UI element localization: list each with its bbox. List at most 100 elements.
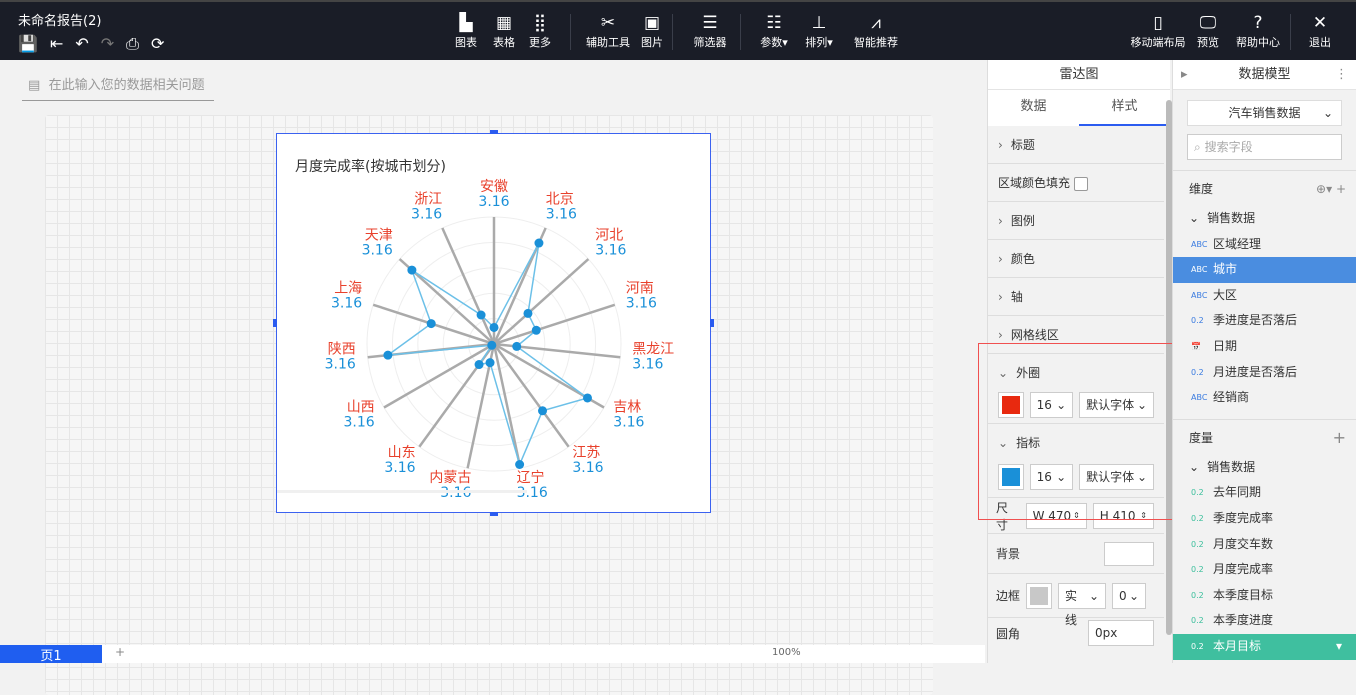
toolbar-params-button[interactable]: ☷参数▾	[752, 12, 796, 50]
axis-label: 辽宁	[517, 469, 545, 486]
field-search-input[interactable]: ⌕ 搜索字段	[1187, 134, 1342, 160]
axis-spoke	[492, 343, 522, 469]
toolbar-bar-chart-button[interactable]: ▙图表	[444, 12, 488, 50]
ask-placeholder: 在此输入您的数据相关问题	[48, 78, 205, 93]
save-icon[interactable]: 💾	[18, 34, 38, 53]
resize-handle[interactable]	[273, 319, 277, 327]
toolbar-help-button[interactable]: ?帮助中心	[1232, 12, 1284, 50]
toolbar-table-button[interactable]: ▦表格	[482, 12, 526, 50]
field-name: 月度完成率	[1213, 562, 1274, 577]
collapse-panel-icon[interactable]: ▸	[1181, 67, 1188, 82]
toolbar-mobile-button[interactable]: ▯移动端布局	[1126, 12, 1190, 50]
add-measure-icon[interactable]: +	[1332, 427, 1346, 447]
undo-icon[interactable]: ↶	[75, 34, 89, 53]
tab-style[interactable]: 样式	[1079, 90, 1170, 126]
report-title: 未命名报告(2)	[18, 14, 102, 29]
size-label: 尺寸	[996, 500, 1009, 532]
print-icon[interactable]: ⎙	[126, 34, 139, 53]
scrollbar[interactable]	[1166, 100, 1172, 635]
toolbar-preview-button[interactable]: 🖵预览	[1188, 12, 1228, 50]
section-axis[interactable]: ›轴	[988, 278, 1164, 316]
zoom-level[interactable]: 100%	[772, 647, 801, 658]
indicator-size-select[interactable]: 16⌄	[1029, 463, 1074, 490]
page-tab[interactable]: 页1	[0, 645, 102, 664]
axis-label: 黑龙江	[632, 341, 674, 357]
dimension-field[interactable]: 📅日期	[1173, 334, 1356, 360]
toolbar-image-button[interactable]: ▣图片	[630, 12, 674, 50]
section-outer[interactable]: ⌄外圈	[998, 366, 1041, 380]
dimension-group[interactable]: ⌄销售数据	[1189, 211, 1256, 225]
border-color-picker[interactable]	[1026, 582, 1053, 609]
indicator-font-select[interactable]: 默认字体⌄	[1079, 463, 1154, 490]
axis-label: 吉林	[613, 400, 641, 416]
add-page-button[interactable]: +	[115, 645, 126, 659]
dataset-select[interactable]: 汽车销售数据⌄	[1187, 100, 1342, 126]
preview-icon: 🖵	[1199, 13, 1217, 33]
data-point	[523, 308, 533, 318]
radius-input[interactable]: 0px	[1088, 620, 1154, 646]
border-style-select[interactable]: 实线⌄	[1058, 582, 1107, 627]
checkbox[interactable]	[1073, 176, 1088, 191]
tab-data[interactable]: 数据	[1020, 99, 1047, 114]
redo-icon[interactable]: ↷	[100, 34, 115, 53]
top-toolbar: 未命名报告(2) 💾 ⇤ ↶ ↷ ⎙ ⟳ ▙图表▦表格⣿更多 ✂辅助工具▣图片 ☰筛…	[0, 0, 1356, 60]
toolbar-grid-more-button[interactable]: ⣿更多	[518, 12, 562, 50]
more-icon[interactable]: ⋮	[1335, 67, 1348, 82]
toolbar-filter-button[interactable]: ☰筛选器	[688, 12, 732, 50]
ask-question-input[interactable]: ▤ 在此输入您的数据相关问题	[22, 70, 214, 101]
indicator-color-picker[interactable]	[998, 463, 1024, 490]
toolbar-tools-button[interactable]: ✂辅助工具	[582, 12, 634, 50]
toolbar-arrange-button[interactable]: ⊥排列▾	[797, 12, 841, 50]
radius-label: 圆角	[996, 626, 1021, 641]
background-color-picker[interactable]	[1104, 541, 1154, 566]
field-name: 大区	[1213, 287, 1238, 302]
chevron-down-icon: ⌄	[998, 436, 1009, 450]
outer-color-picker[interactable]	[998, 391, 1024, 418]
section-legend[interactable]: ›图例	[988, 202, 1164, 240]
axis-label: 山东	[388, 445, 416, 461]
add-dimension-icon[interactable]: ⊕▾ +	[1316, 182, 1346, 196]
outer-font-select[interactable]: 默认字体⌄	[1079, 391, 1154, 418]
exit-edit-icon[interactable]: ⇤	[49, 34, 64, 53]
outer-size-select[interactable]: 16⌄	[1029, 391, 1074, 418]
border-width-select[interactable]: 0⌄	[1112, 582, 1147, 609]
section-title[interactable]: ›标题	[988, 126, 1164, 164]
resize-handle[interactable]	[490, 512, 498, 516]
value-label: 3.16	[517, 485, 548, 501]
refresh-icon[interactable]: ⟳	[150, 34, 165, 53]
section-color[interactable]: ›颜色	[988, 240, 1164, 278]
axis-label: 陕西	[328, 341, 356, 357]
toolbar-label: 帮助中心	[1236, 36, 1280, 49]
height-input[interactable]: H 410⇕	[1092, 502, 1154, 529]
section-grid-area[interactable]: ›网格线区	[988, 316, 1164, 354]
measure-group[interactable]: ⌄销售数据	[1189, 459, 1256, 474]
grid-more-icon: ⣿	[533, 13, 547, 33]
field-name: 本季度目标	[1213, 587, 1274, 602]
section-indicator[interactable]: ⌄指标	[998, 436, 1041, 450]
resize-handle[interactable]	[490, 130, 498, 134]
resize-handle[interactable]	[710, 319, 714, 327]
width-input[interactable]: W 470⇕	[1025, 502, 1087, 529]
chevron-right-icon: ›	[998, 214, 1003, 228]
area-fill-toggle[interactable]: 区域颜色填充	[988, 164, 1164, 202]
table-icon: ▦	[495, 13, 513, 33]
close-icon: ✕	[1312, 13, 1328, 33]
toolbar-smart-recommend-button[interactable]: ⩘智能推荐	[850, 12, 902, 50]
toolbar-close-button[interactable]: ✕退出	[1300, 12, 1340, 50]
dropdown-arrow-icon[interactable]: ▾	[1335, 638, 1342, 653]
axis-label: 内蒙古	[429, 470, 471, 486]
